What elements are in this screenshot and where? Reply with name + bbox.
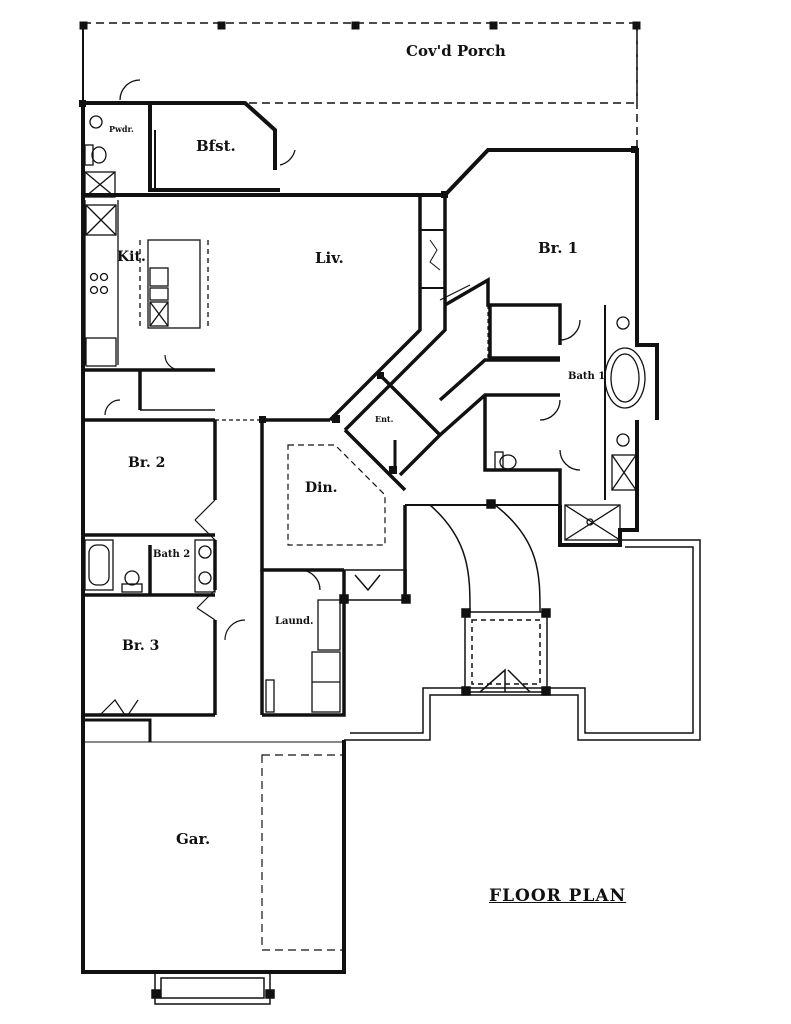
column-markers: [79, 100, 638, 474]
dining-ceiling: [287, 444, 386, 546]
room-label-kitchen: Kit.: [117, 249, 146, 265]
room-label-bedroom2: Br. 2: [128, 455, 166, 471]
entry-walkway: [405, 499, 560, 696]
door-swings: [99, 284, 471, 716]
garage-interior: [83, 718, 345, 951]
garage-bump: [151, 971, 275, 1005]
center-walls: [215, 195, 562, 505]
room-label-living: Liv.: [315, 249, 344, 267]
interior-walls: [83, 368, 407, 717]
room-label-dining: Din.: [305, 480, 338, 496]
room-label-bath1: Bath 1: [568, 371, 606, 382]
room-label-porch: Cov'd Porch: [406, 42, 506, 60]
room-label-garage: Gar.: [176, 830, 211, 848]
powder-breakfast-details: [84, 79, 296, 198]
room-label-breakfast: Bfst.: [196, 137, 236, 155]
room-label-laundry: Laund.: [275, 616, 314, 627]
room-label-powder: Pwdr.: [109, 124, 134, 134]
plan-title: FLOOR PLAN: [489, 886, 627, 906]
covered-porch: [79, 21, 641, 152]
room-label-entry: Ent.: [375, 414, 394, 424]
exterior-walls: [81, 101, 659, 974]
room-label-bedroom3: Br. 3: [122, 638, 160, 654]
bath2-details: [84, 539, 216, 593]
kitchen-details: [84, 200, 209, 367]
rear-terrace: [339, 539, 701, 741]
room-label-bedroom1: Br. 1: [538, 239, 579, 257]
room-label-bath2: Bath 2: [153, 549, 191, 560]
laundry-details: [265, 569, 341, 713]
bath1-details: [494, 305, 646, 541]
